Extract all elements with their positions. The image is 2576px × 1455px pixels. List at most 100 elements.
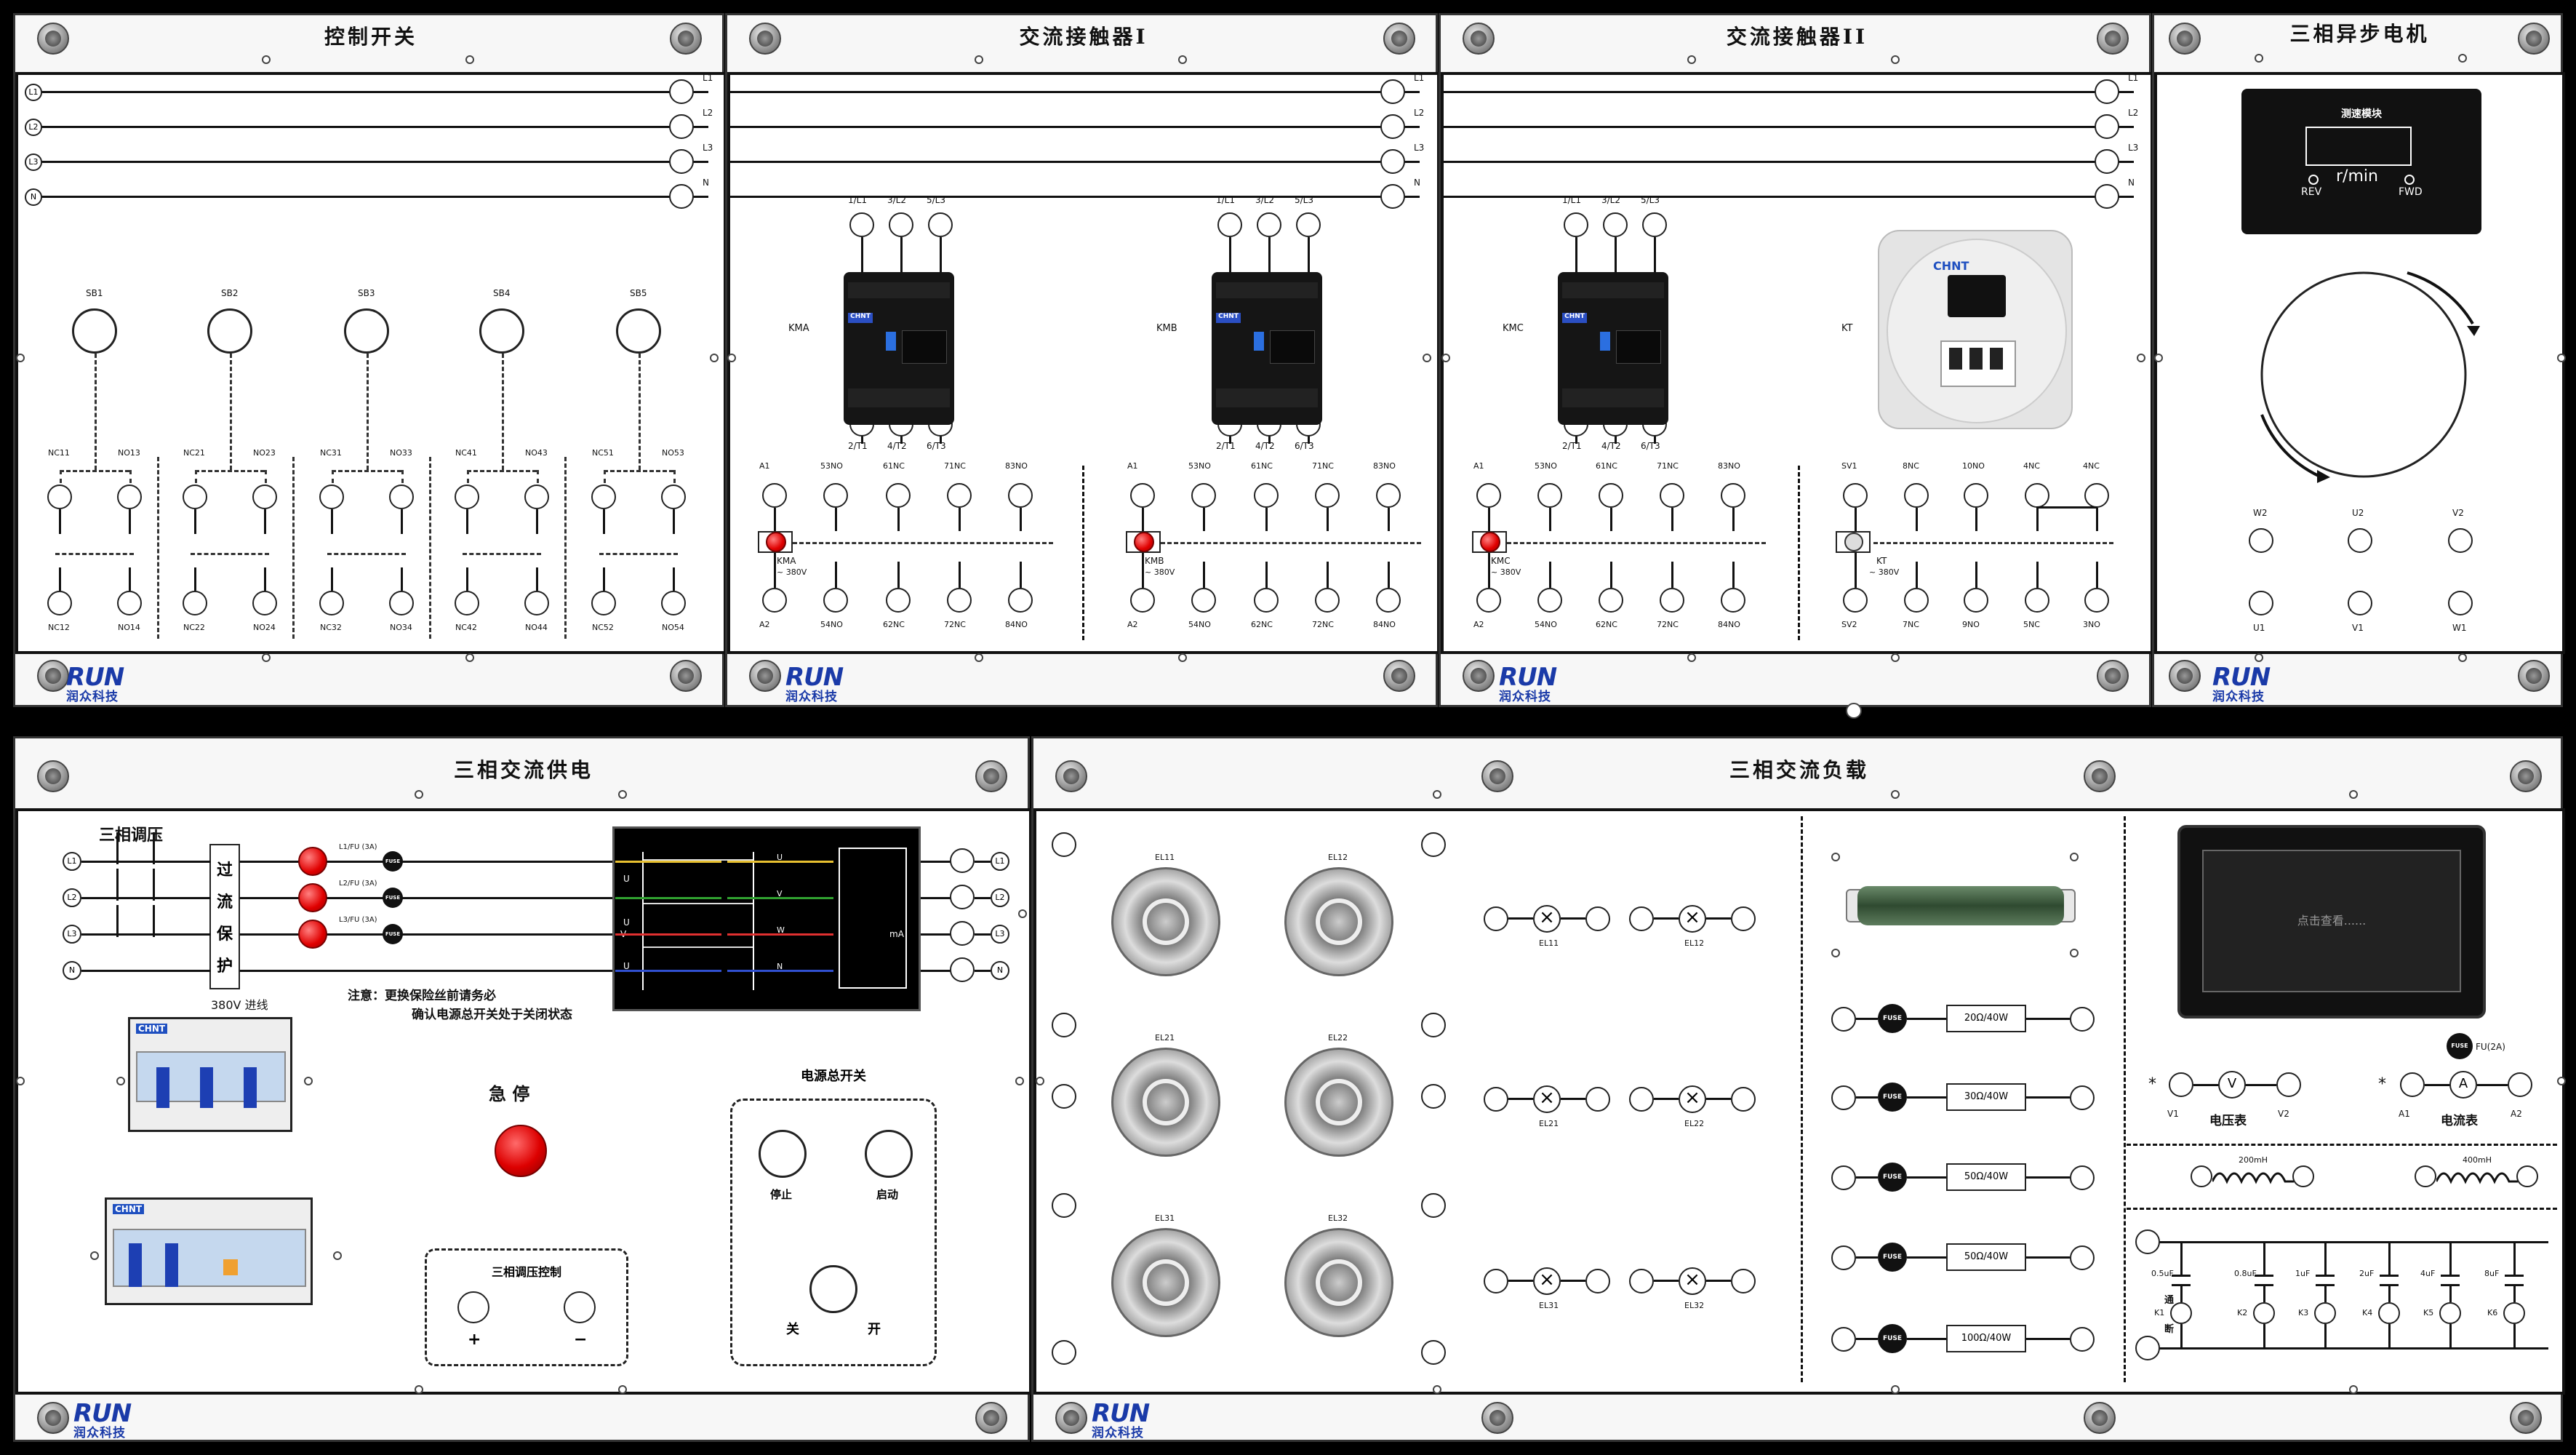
switch-terminal[interactable] [183, 591, 207, 615]
capacitor-switch-terminal[interactable] [2439, 1302, 2461, 1324]
switch-terminal[interactable] [47, 591, 72, 615]
lamp-terminal[interactable] [1484, 1087, 1508, 1112]
timer-terminal[interactable] [1843, 588, 1868, 613]
bus-terminal-contactor2[interactable] [2095, 79, 2119, 104]
pushbutton-3[interactable] [344, 308, 389, 354]
aux-terminal[interactable] [1254, 588, 1279, 613]
lamp-terminal[interactable] [1629, 1087, 1654, 1112]
resistor-terminal[interactable] [1831, 1327, 1856, 1352]
leakage-breaker[interactable]: CHNT [105, 1197, 313, 1305]
switch-terminal[interactable] [183, 485, 207, 509]
input-terminal[interactable]: L1 [63, 852, 81, 871]
time-relay-device[interactable]: CHNT [1878, 230, 2073, 429]
switch-terminal[interactable] [661, 485, 686, 509]
load-terminal[interactable] [1421, 832, 1446, 857]
motor-terminal[interactable] [2249, 591, 2273, 615]
aux-terminal[interactable] [1191, 483, 1216, 508]
aux-terminal[interactable] [1721, 588, 1745, 613]
aux-terminal[interactable] [762, 588, 787, 613]
switch-terminal[interactable] [455, 485, 479, 509]
resistor-terminal[interactable] [2070, 1007, 2095, 1032]
main-breaker[interactable]: CHNT [128, 1017, 292, 1132]
contactor-main-terminal[interactable] [1296, 212, 1321, 237]
fuse-holder[interactable]: FUSE [383, 851, 403, 872]
resistor-fuse[interactable]: FUSE [1878, 1163, 1907, 1192]
output-terminal-right[interactable]: L3 [991, 925, 1009, 944]
timer-terminal[interactable] [1964, 588, 1988, 613]
capacitor-switch-terminal[interactable] [2253, 1302, 2275, 1324]
resistor-terminal[interactable] [1831, 1165, 1856, 1190]
slide-rheostat[interactable] [1846, 880, 2076, 931]
timer-terminal[interactable] [1904, 588, 1929, 613]
bus-terminal-contactor2[interactable] [2095, 114, 2119, 139]
aux-terminal[interactable] [1660, 588, 1684, 613]
aux-terminal[interactable] [1376, 588, 1401, 613]
pushbutton-2[interactable] [207, 308, 252, 354]
bus-terminal-contactor1[interactable] [1380, 114, 1405, 139]
contactor-main-terminal[interactable] [1217, 212, 1242, 237]
bus-terminal-contactor1[interactable] [1380, 149, 1405, 174]
aux-terminal[interactable] [886, 588, 911, 613]
load-terminal[interactable] [1052, 832, 1076, 857]
switch-terminal[interactable] [524, 591, 549, 615]
switch-terminal[interactable] [252, 485, 277, 509]
aux-terminal[interactable] [947, 483, 972, 508]
switch-terminal[interactable] [47, 485, 72, 509]
timer-terminal[interactable] [2025, 588, 2049, 613]
capacitor-switch-terminal[interactable] [2170, 1302, 2192, 1324]
load-terminal[interactable] [1052, 1193, 1076, 1218]
aux-terminal[interactable] [1537, 483, 1562, 508]
output-terminal[interactable] [950, 848, 975, 873]
output-terminal-right[interactable]: L1 [991, 852, 1009, 871]
aux-terminal[interactable] [823, 483, 848, 508]
lamp-terminal[interactable] [1731, 906, 1756, 931]
contactor-main-terminal[interactable] [1257, 212, 1281, 237]
output-terminal[interactable] [950, 885, 975, 909]
timer-terminal[interactable] [1904, 483, 1929, 508]
power-toggle[interactable] [809, 1265, 857, 1313]
load-terminal[interactable] [1052, 1340, 1076, 1365]
bus-terminal-contactor2[interactable] [2095, 184, 2119, 209]
contactor-main-terminal[interactable] [1603, 212, 1628, 237]
contactor-main-terminal[interactable] [849, 212, 874, 237]
emergency-stop-button[interactable] [495, 1125, 547, 1177]
switch-terminal[interactable] [389, 485, 414, 509]
bus-left-terminal[interactable]: L1 [25, 84, 42, 101]
switch-terminal[interactable] [524, 485, 549, 509]
bus-terminal-control[interactable] [669, 79, 694, 104]
contactor-main-terminal[interactable] [1642, 212, 1667, 237]
regulator-plus-button[interactable] [457, 1291, 489, 1323]
input-terminal[interactable]: L2 [63, 888, 81, 907]
stop-button[interactable] [759, 1130, 807, 1178]
lamp-terminal[interactable] [1731, 1269, 1756, 1293]
inductor-terminal[interactable] [2292, 1165, 2314, 1187]
input-terminal[interactable]: L3 [63, 925, 81, 944]
resistor-terminal[interactable] [2070, 1245, 2095, 1270]
aux-terminal[interactable] [886, 483, 911, 508]
resistor-fuse[interactable]: FUSE [1878, 1083, 1907, 1112]
load-terminal[interactable] [1421, 1193, 1446, 1218]
lamp-terminal[interactable] [1585, 1269, 1610, 1293]
fuse-holder[interactable]: FUSE [383, 924, 403, 944]
aux-terminal[interactable] [947, 588, 972, 613]
timer-terminal[interactable] [2025, 483, 2049, 508]
motor-terminal[interactable] [2348, 528, 2372, 553]
resistor-fuse[interactable]: FUSE [1878, 1004, 1907, 1033]
aux-terminal[interactable] [1599, 588, 1623, 613]
switch-terminal[interactable] [117, 485, 142, 509]
load-terminal[interactable] [1052, 1013, 1076, 1037]
inductor-terminal[interactable] [2191, 1165, 2212, 1187]
aux-terminal[interactable] [1008, 588, 1033, 613]
resistor-fuse[interactable]: FUSE [1878, 1243, 1907, 1272]
capacitor-switch-terminal[interactable] [2503, 1302, 2525, 1324]
aux-terminal[interactable] [1537, 588, 1562, 613]
bus-left-terminal[interactable]: L3 [25, 154, 42, 171]
aux-terminal[interactable] [1721, 483, 1745, 508]
lamp-terminal[interactable] [1585, 906, 1610, 931]
switch-terminal[interactable] [319, 485, 344, 509]
resistor-terminal[interactable] [1831, 1085, 1856, 1110]
inductor-terminal[interactable] [2415, 1165, 2436, 1187]
bus-terminal-control[interactable] [669, 114, 694, 139]
resistor-fuse[interactable]: FUSE [1878, 1324, 1907, 1353]
timer-terminal[interactable] [2084, 588, 2109, 613]
